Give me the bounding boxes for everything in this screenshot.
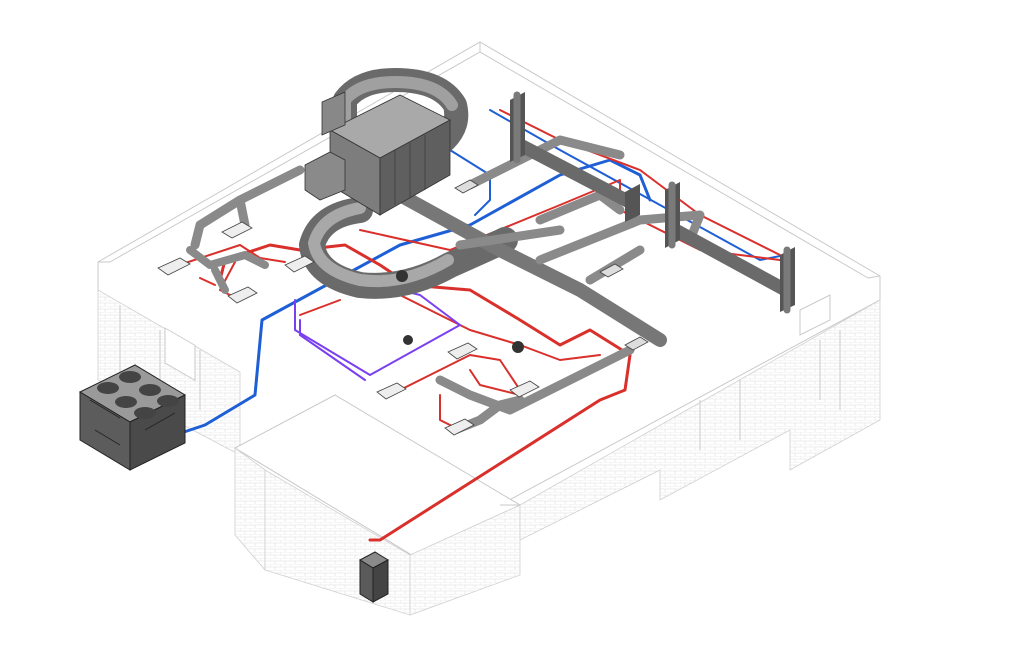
pump-2	[403, 335, 413, 345]
diffuser-5	[376, 382, 407, 400]
supply-pipe-main	[218, 243, 632, 542]
duct-branch-left-lower	[186, 246, 269, 294]
main-trunk-duct	[393, 188, 667, 347]
supply-pipe-center	[299, 284, 601, 361]
diffusers	[157, 179, 649, 436]
pump-1	[396, 270, 408, 282]
diffuser-10	[599, 263, 624, 278]
pump-3	[512, 341, 524, 353]
window-left-1	[164, 327, 196, 382]
chiller-fan-3	[115, 396, 137, 408]
diffuser-1	[157, 257, 191, 276]
diffuser-8	[444, 418, 475, 436]
diffuser-3	[284, 255, 315, 273]
diffuser-4	[227, 286, 258, 304]
inline-pumps	[396, 270, 524, 353]
return-pipe-main	[158, 158, 652, 442]
air-handling-unit	[304, 91, 451, 216]
diffuser-2	[221, 221, 253, 239]
diffuser-7	[509, 380, 540, 398]
wall-mounted-unit	[358, 551, 390, 603]
diffuser-6	[447, 342, 478, 360]
building	[97, 41, 881, 616]
chiller-fan-4	[139, 384, 161, 396]
chiller-fan-5	[134, 407, 156, 419]
chiller-fan-6	[157, 395, 179, 407]
chiller-fan-2	[119, 371, 141, 383]
front-wing-wall-left	[234, 447, 266, 572]
front-wing-wall-right	[409, 504, 521, 616]
duct-branch-left	[190, 165, 305, 250]
diffuser-9	[454, 179, 479, 194]
air-cooled-chiller	[78, 364, 187, 471]
ductwork	[186, 68, 705, 435]
diffuser-11	[624, 336, 649, 351]
roof-ductwork-frames	[510, 91, 795, 314]
piping	[158, 109, 786, 542]
chiller-fan-1	[97, 382, 119, 394]
roof-parapet-inner	[109, 42, 869, 279]
